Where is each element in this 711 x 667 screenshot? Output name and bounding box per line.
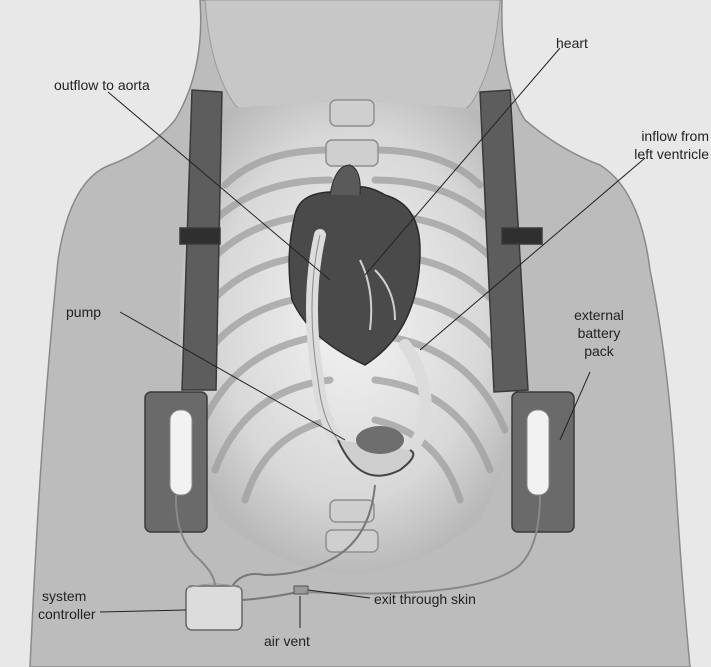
label-inflow-line-1: inflow from — [611, 127, 709, 145]
label-controller-line-2: controller — [38, 605, 96, 623]
label-outflow-to-aorta: outflow to aorta — [54, 76, 150, 94]
label-external-battery-pack: external battery pack — [564, 306, 634, 360]
label-exit-through-skin: exit through skin — [374, 590, 476, 608]
label-heart: heart — [556, 34, 588, 52]
label-air-vent: air vent — [264, 632, 310, 650]
label-inflow-from-left-ventricle: inflow from left ventricle — [611, 127, 709, 163]
label-battery-line-3: pack — [564, 342, 634, 360]
label-system-controller: system controller — [38, 587, 96, 623]
label-battery-line-1: external — [564, 306, 634, 324]
label-battery-line-2: battery — [564, 324, 634, 342]
label-controller-line-1: system — [38, 587, 96, 605]
label-inflow-line-2: left ventricle — [611, 145, 709, 163]
label-pump: pump — [66, 303, 101, 321]
